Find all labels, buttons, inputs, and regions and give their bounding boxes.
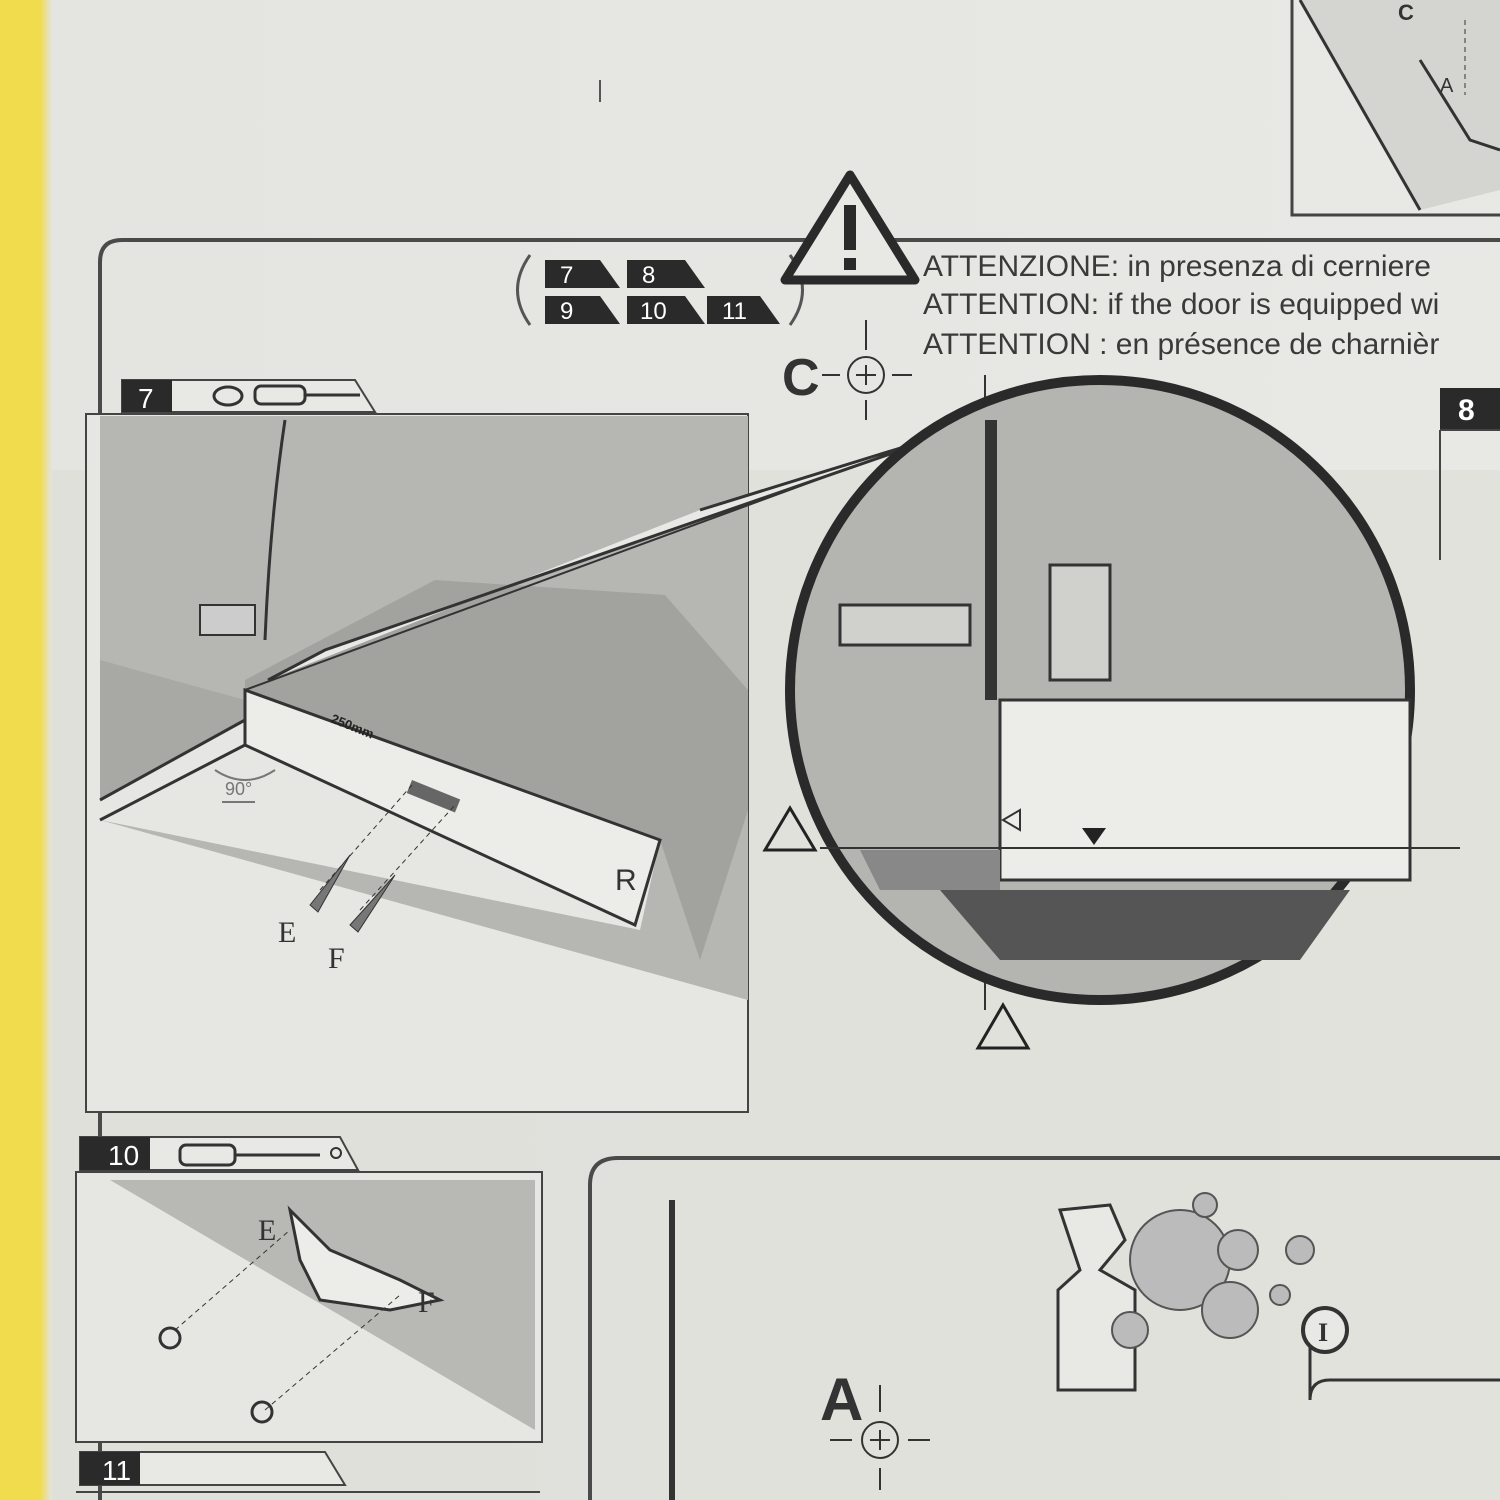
step-7-panel: 7 250mm 90° R E F [85, 379, 981, 1113]
angle-arc-icon [214, 769, 276, 781]
reference-c-label: C [782, 349, 820, 407]
scissors-screwdriver-icon [212, 384, 360, 407]
top-right-label-c: C [1398, 0, 1414, 25]
bubbles-icon [1111, 1192, 1315, 1349]
step-8-number: 8 [1458, 394, 1475, 427]
step-10-panel: 10 E F [75, 1136, 543, 1443]
badge-8: 8 [642, 262, 655, 289]
badge-11: 11 [722, 298, 747, 325]
badge-10: 10 [640, 298, 667, 325]
pin-label-f: F [328, 942, 345, 975]
step-11-number: 11 [102, 1455, 131, 1486]
top-right-diagram: C A [1290, 0, 1500, 217]
screw-icon [250, 1400, 274, 1424]
top-right-label-a: A [1440, 75, 1454, 97]
angle-90: 90° [225, 779, 252, 799]
label-e: E [258, 1214, 276, 1247]
marker-i: I [1318, 1318, 1328, 1347]
reference-a-label: A [820, 1366, 863, 1433]
pin-label-e: E [278, 916, 296, 949]
step-badge-group: 7 8 9 10 11 [516, 254, 804, 326]
badge-9: 9 [560, 298, 573, 325]
crosshair-icon [822, 320, 912, 420]
pin-e-icon [309, 854, 351, 913]
badge-7: 7 [560, 262, 573, 289]
main-frame [98, 238, 1500, 1500]
step-7-number: 7 [138, 383, 154, 414]
magnified-detail [785, 375, 1460, 1010]
warning-text-en: ATTENTION: if the door is equipped wi [923, 288, 1439, 321]
spray-bottle-icon [1056, 1203, 1137, 1392]
warning-text-fr: ATTENTION : en présence de charnièr [923, 328, 1439, 361]
warning-text-it: ATTENZIONE: in presenza di cerniere [923, 250, 1431, 283]
screwdriver-icon [178, 1143, 342, 1167]
bottom-panel: A I [588, 1156, 1500, 1500]
crosshair-icon [830, 1385, 930, 1490]
side-label-r: R [615, 864, 637, 897]
step-10-number: 10 [108, 1140, 139, 1171]
small-warning-icon [762, 805, 1031, 1050]
pin-f-icon [349, 874, 396, 933]
screw-icon [158, 1326, 182, 1350]
label-f: F [418, 1286, 435, 1319]
warning-icon [780, 170, 920, 285]
